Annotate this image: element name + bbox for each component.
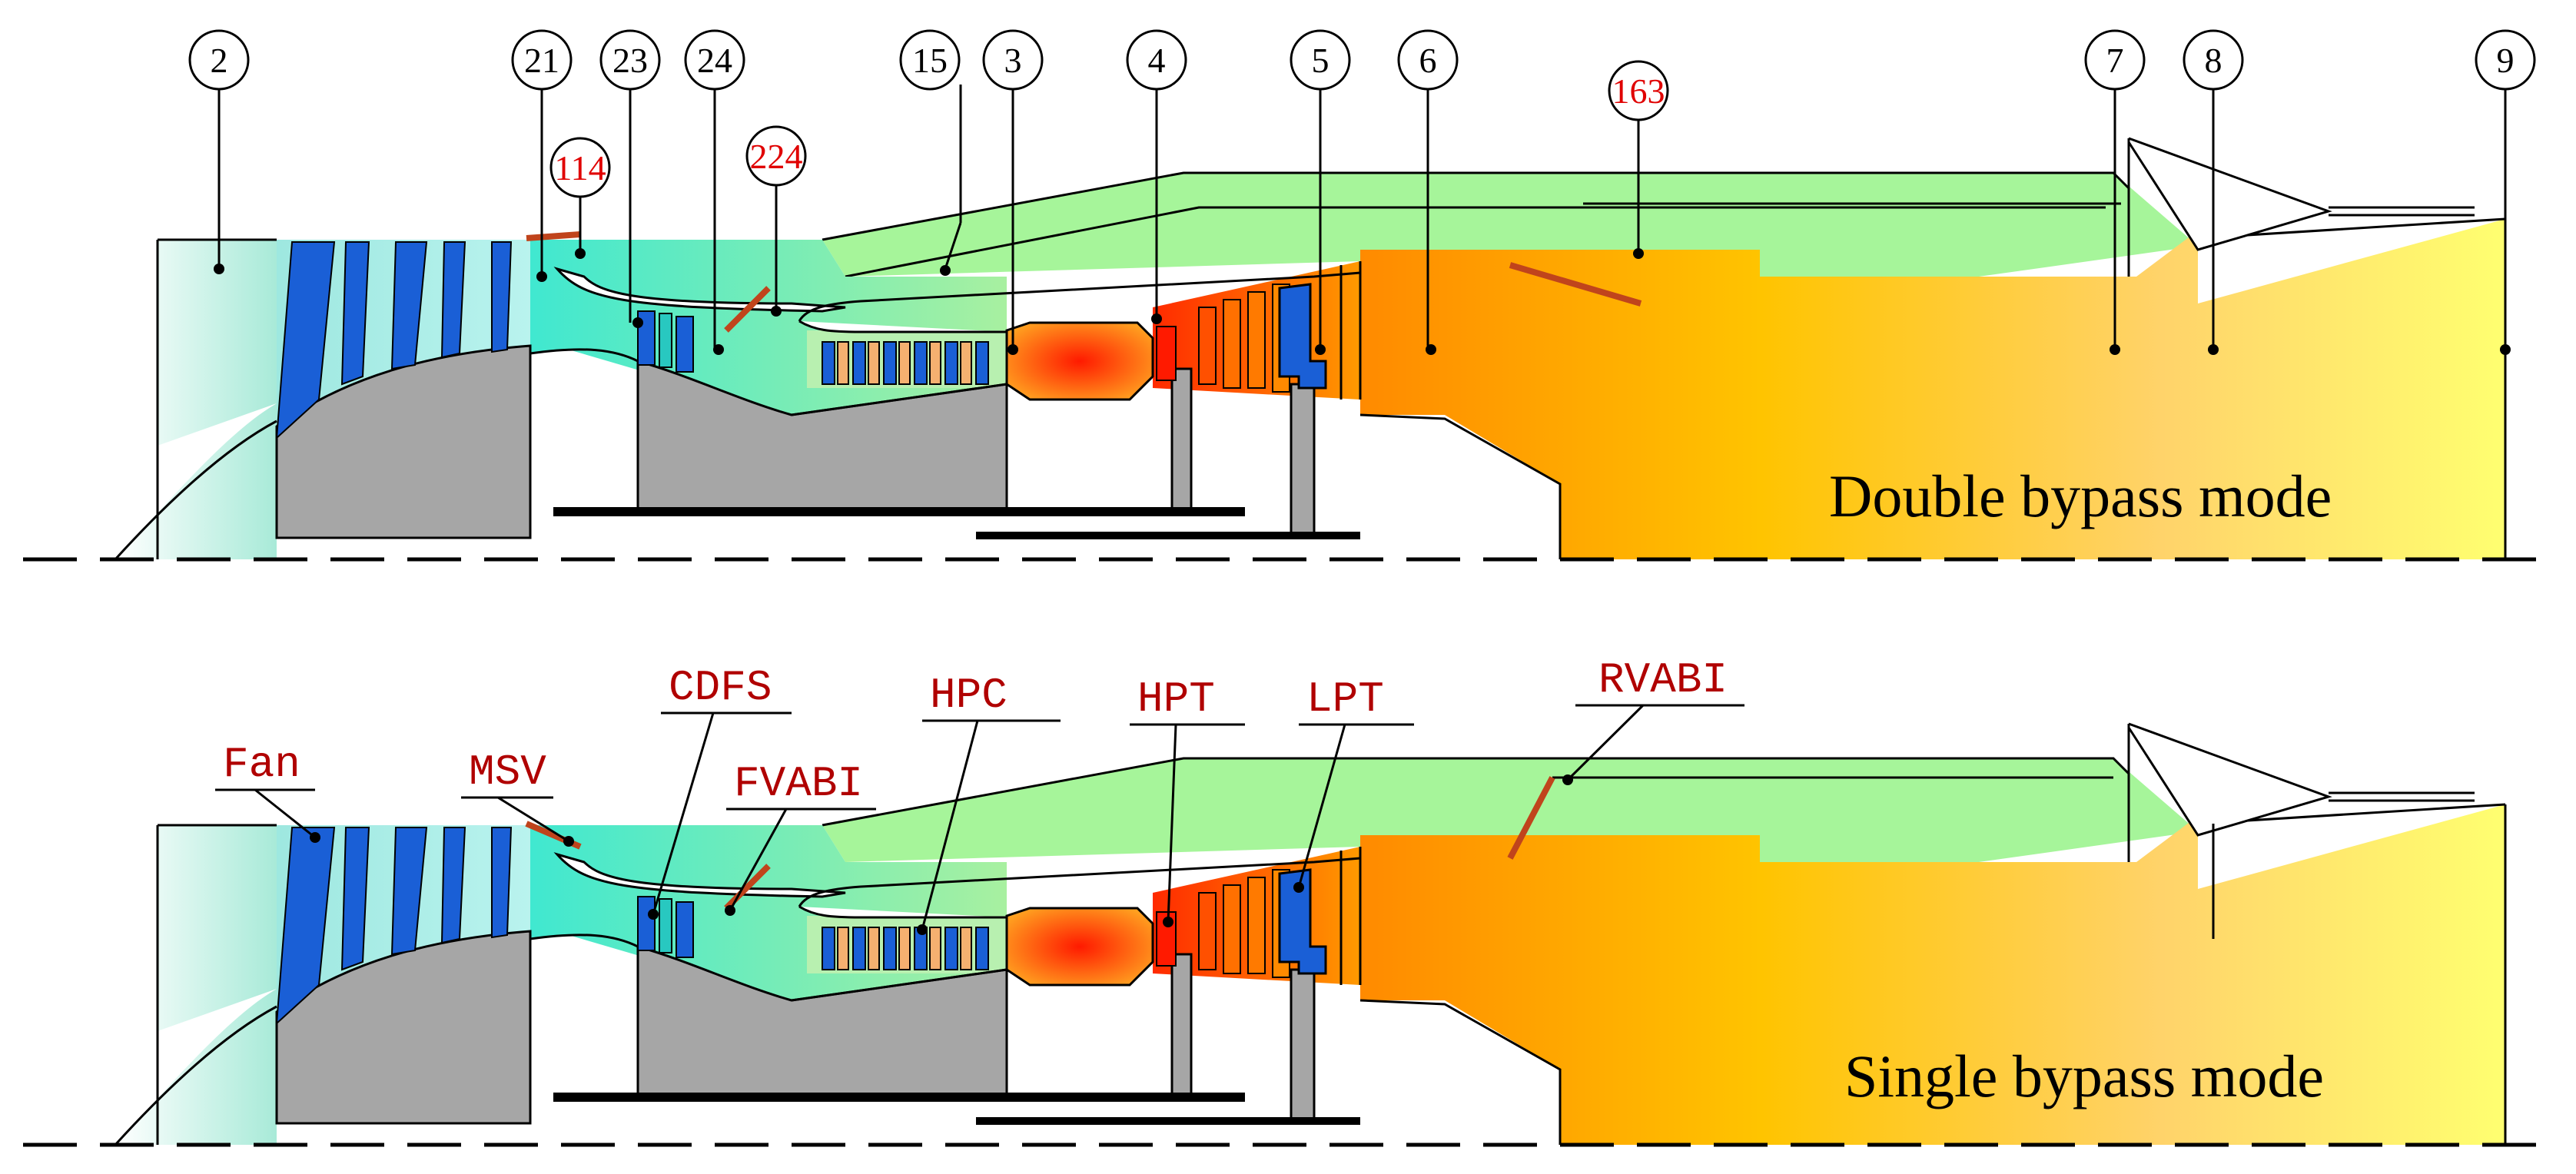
station-2: 2 [188, 29, 250, 91]
component-dot [1293, 882, 1304, 893]
station-circle [549, 137, 611, 198]
station-23: 23 [599, 29, 661, 91]
component-label: Fan [223, 740, 300, 789]
component-lpt: LPT [1293, 675, 1414, 893]
component-leader [652, 712, 715, 915]
component-labels: Fan MSV CDFS FVABI HPC HPT LPT RVABI [215, 655, 1744, 935]
station-circle [1126, 29, 1187, 91]
station-label: 23 [612, 41, 648, 80]
station-8: 8 [2183, 29, 2244, 91]
station-15: 15 [899, 29, 961, 91]
component-label: HPT [1137, 675, 1215, 724]
station-label: 2 [211, 41, 228, 80]
station-dots [214, 248, 2511, 355]
component-leader [497, 796, 569, 843]
component-dot [1163, 917, 1173, 927]
station-label: 3 [1004, 41, 1022, 80]
component-fan: Fan [215, 740, 320, 843]
station-circle [2084, 29, 2146, 91]
station-24: 24 [684, 29, 745, 91]
component-dot [1562, 774, 1573, 785]
station-7: 7 [2084, 29, 2146, 91]
station-circle [982, 29, 1044, 91]
station-224: 224 [745, 125, 807, 187]
station-circle [899, 29, 961, 91]
station-114: 114 [549, 137, 611, 198]
component-dot [725, 905, 735, 916]
component-label: RVABI [1598, 655, 1728, 705]
component-msv: MSV [461, 748, 574, 847]
station-5: 5 [1290, 29, 1351, 91]
component-dot [648, 909, 659, 920]
station-circle [188, 29, 250, 91]
component-dot [563, 836, 574, 847]
station-3: 3 [982, 29, 1044, 91]
station-label: 224 [750, 137, 803, 176]
station-circle [745, 125, 807, 187]
station-circle [1397, 29, 1459, 91]
component-cdfs: CDFS [648, 663, 792, 920]
station-label: 21 [524, 41, 559, 80]
station-label: 5 [1312, 41, 1329, 80]
station-label: 6 [1419, 41, 1437, 80]
panel-double-bypass: Double bypass mode [23, 137, 2553, 562]
component-fvabi: FVABI [725, 759, 876, 916]
station-label: 7 [2106, 41, 2124, 80]
station-circle [599, 29, 661, 91]
station-21: 21 [511, 29, 573, 91]
station-labels: 2 21 23 24 15 3 4 5 6 7 8 9 114 224 163 [188, 29, 2536, 198]
station-163: 163 [1608, 60, 1669, 121]
component-hpc: HPC [917, 671, 1061, 935]
component-leader [921, 720, 979, 930]
station-label: 163 [1612, 71, 1665, 111]
station-label: 8 [2205, 41, 2222, 80]
component-dot [917, 924, 928, 935]
component-label: FVABI [734, 759, 863, 808]
station-label: 114 [554, 148, 606, 187]
mode-label-single: Single bypass mode [1844, 1043, 2324, 1109]
station-6: 6 [1397, 29, 1459, 91]
component-label: MSV [469, 748, 546, 797]
station-label: 15 [912, 41, 948, 80]
station-circle [511, 29, 573, 91]
component-leader [1297, 724, 1346, 888]
station-circle [1608, 60, 1669, 121]
station-circle [2475, 29, 2536, 91]
station-circle [684, 29, 745, 91]
station-label: 9 [2497, 41, 2515, 80]
component-leader [729, 808, 788, 911]
station-callouts [217, 85, 2507, 350]
component-dot [310, 832, 320, 843]
component-leader [254, 788, 316, 839]
mode-label-double: Double bypass mode [1829, 463, 2332, 529]
component-leader [1566, 704, 1645, 781]
component-hpt: HPT [1130, 675, 1245, 927]
component-rvabi: RVABI [1562, 655, 1744, 785]
station-label: 4 [1148, 41, 1166, 80]
component-label: LPT [1306, 675, 1384, 724]
component-label: HPC [930, 671, 1007, 720]
station-label: 24 [697, 41, 732, 80]
panel-single-bypass: Single bypass mode [23, 722, 2553, 1147]
station-circle [2183, 29, 2244, 91]
component-label: CDFS [669, 663, 772, 712]
station-9: 9 [2475, 29, 2536, 91]
component-leader [1167, 724, 1177, 923]
station-4: 4 [1126, 29, 1187, 91]
station-circle [1290, 29, 1351, 91]
